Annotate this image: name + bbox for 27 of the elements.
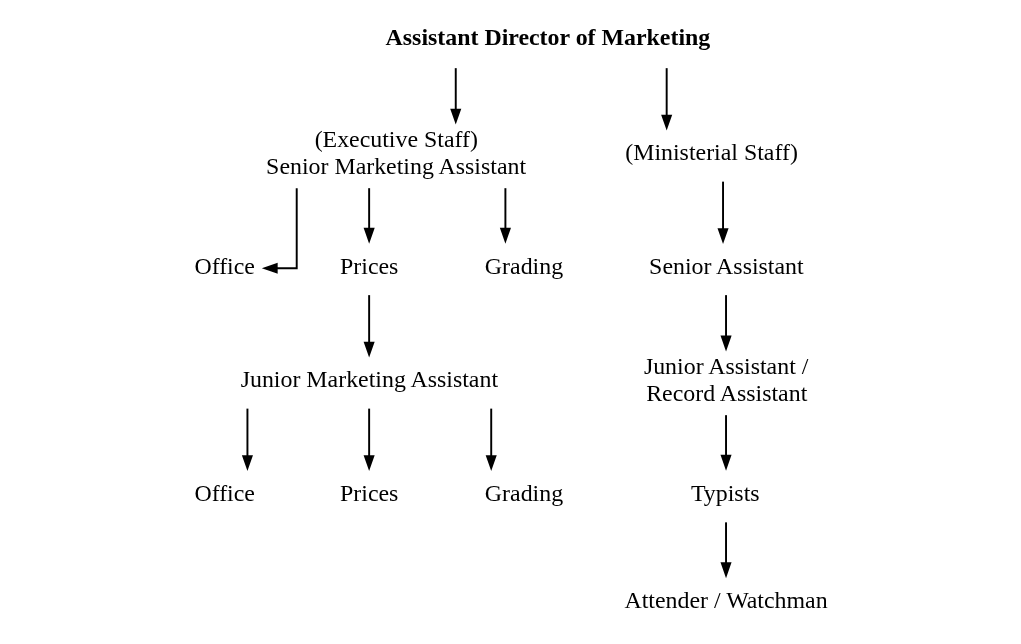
arrow <box>241 407 253 472</box>
arrow <box>363 407 375 472</box>
arrow <box>485 407 497 472</box>
arrow <box>261 187 298 274</box>
arrow <box>363 187 375 244</box>
node-text: Grading <box>484 252 563 279</box>
node-text: Attender / Watchman <box>623 587 828 614</box>
node-text: Prices <box>339 252 398 279</box>
node-text: Office <box>193 252 255 279</box>
node-text: Junior Marketing Assistant <box>240 366 498 393</box>
node-text: Grading <box>484 479 563 506</box>
arrow <box>449 67 461 125</box>
node-text: Typists <box>690 479 760 506</box>
arrow <box>717 180 729 245</box>
arrow <box>720 414 732 471</box>
arrow <box>499 187 511 244</box>
node-text: Junior Assistant / Record Assistant <box>643 352 808 406</box>
arrow <box>720 521 732 579</box>
node-text: (Executive Staff) Senior Marketing Assistant <box>265 125 526 179</box>
node-text: Prices <box>339 479 398 506</box>
arrow <box>720 294 732 352</box>
node-text: Assistant Director of Marketing <box>385 24 710 51</box>
arrow <box>660 67 672 131</box>
node-text: Office <box>193 479 255 506</box>
node-text: Senior Assistant <box>648 252 804 279</box>
arrow <box>363 294 375 358</box>
node-text: (Ministerial Staff) <box>624 139 798 166</box>
